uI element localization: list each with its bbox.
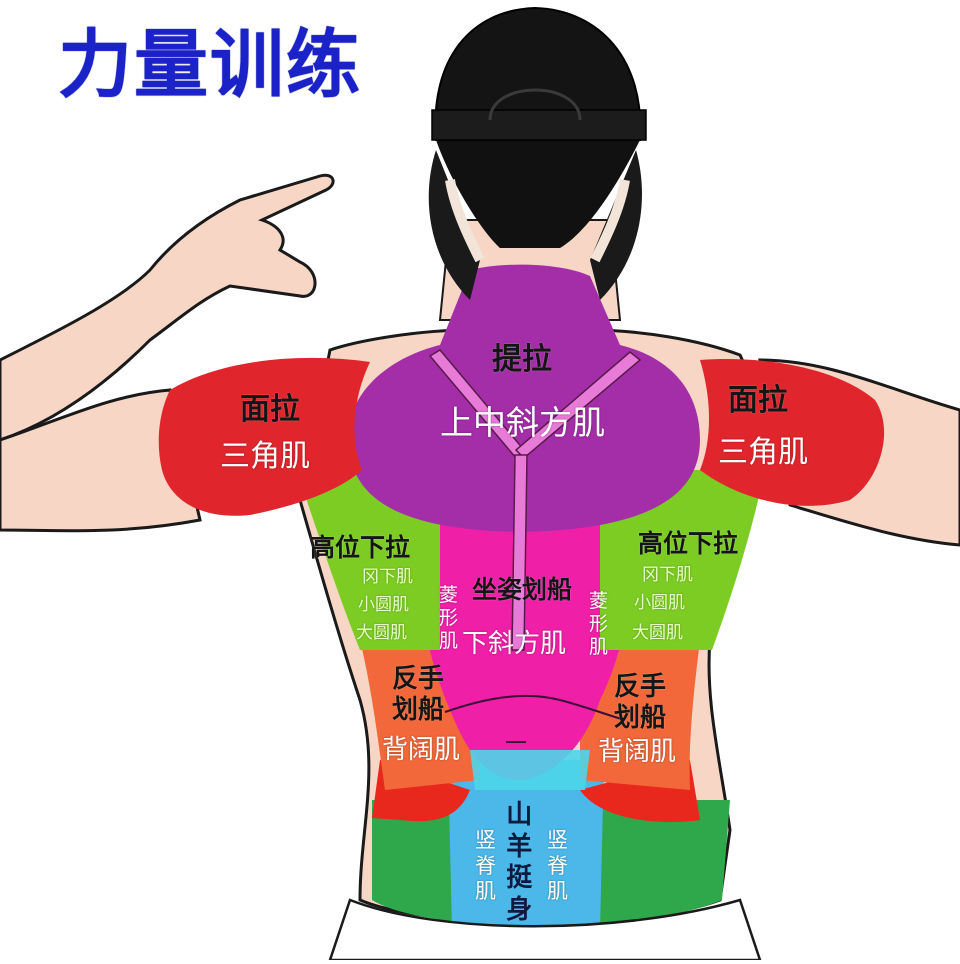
lats-upper-right-green xyxy=(600,470,765,650)
lower-trap-muscle-label: 下斜方肌 xyxy=(462,629,567,659)
left-rhomboid-label: 菱形肌 xyxy=(438,584,458,653)
lats-upper-left-green xyxy=(300,470,440,650)
trap-muscle-label: 上中斜方肌 xyxy=(440,403,605,442)
erector-spinae-region xyxy=(448,760,604,939)
left-pulldown-exercise-label: 高位下拉 xyxy=(310,533,411,562)
right-infraspinatus-label: 冈下肌 xyxy=(642,565,693,585)
left-delt-exercise-label: 面拉 xyxy=(240,392,300,427)
left-reverse-row-label: 反手划船 xyxy=(392,664,445,726)
right-erector-muscle-label: 竖脊肌 xyxy=(547,828,569,904)
right-pulldown-exercise-label: 高位下拉 xyxy=(638,529,739,558)
waistband-illustration xyxy=(328,898,762,962)
right-teres-major-label: 大圆肌 xyxy=(632,623,683,643)
trap-exercise-label: 提拉 xyxy=(492,342,552,377)
left-delt-muscle-label: 三角肌 xyxy=(220,439,310,474)
left-teres-major-label: 大圆肌 xyxy=(356,623,407,643)
muscle-contour-line xyxy=(444,694,626,721)
lower-trap-cyan-accent xyxy=(470,750,590,790)
right-reverse-row-label: 反手划船 xyxy=(614,672,667,734)
right-teres-minor-label: 小圆肌 xyxy=(634,593,685,613)
deltoid-left-red xyxy=(158,357,370,516)
bra-strap-illustration xyxy=(428,349,642,651)
left-teres-minor-label: 小圆肌 xyxy=(358,595,409,615)
head-with-cap-illustration xyxy=(428,6,647,300)
right-rhomboid-label: 菱形肌 xyxy=(588,590,608,659)
upper-trapezius-purple-region xyxy=(347,264,700,532)
right-delt-exercise-label: 面拉 xyxy=(728,383,788,418)
erector-exercise-label: 山羊挺身 xyxy=(506,800,533,926)
left-infraspinatus-label: 冈下肌 xyxy=(362,567,413,587)
right-delt-muscle-label: 三角肌 xyxy=(718,435,808,470)
right-lat-muscle-label: 背阔肌 xyxy=(598,737,677,767)
row-exercise-label: 坐姿划船 xyxy=(472,575,573,604)
left-lat-muscle-label: 背阔肌 xyxy=(382,735,461,765)
deltoid-right-red xyxy=(700,359,885,506)
page-title: 力量训练 xyxy=(58,22,362,108)
left-erector-muscle-label: 竖脊肌 xyxy=(475,828,497,904)
left-arm-illustration xyxy=(0,173,335,533)
lat-right-orange xyxy=(580,640,700,790)
